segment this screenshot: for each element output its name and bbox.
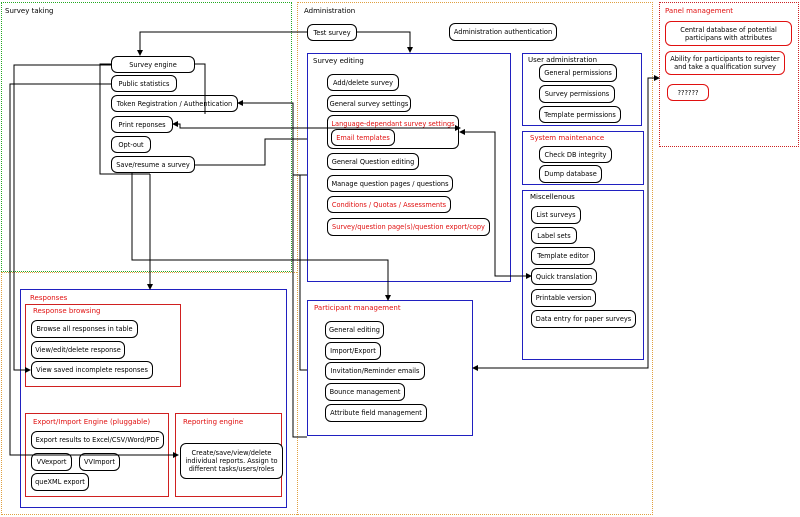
panel-management-title: Panel management — [665, 7, 734, 15]
survey-editing-title: Survey editing — [313, 57, 364, 65]
vvexport-box[interactable]: VVexport — [31, 453, 72, 471]
miscellaneous-title: Miscellenous — [530, 193, 575, 201]
survey-permissions-box[interactable]: Survey permissions — [539, 85, 615, 103]
survey-taking-title: Survey taking — [5, 7, 54, 15]
administration-title: Administration — [304, 7, 356, 15]
list-surveys-box[interactable]: List surveys — [531, 206, 581, 224]
dump-database-box[interactable]: Dump database — [539, 165, 602, 183]
responses-title: Responses — [30, 294, 68, 302]
browse-all-responses-box[interactable]: Browse all responses in table — [31, 320, 138, 338]
conditions-quotas-box[interactable]: Conditions / Quotas / Assessments — [327, 196, 451, 213]
survey-engine-box[interactable]: Survey engine — [111, 56, 195, 73]
vvimport-box[interactable]: VVImport — [79, 453, 120, 471]
label-sets-box[interactable]: Label sets — [531, 227, 577, 244]
add-delete-survey-box[interactable]: Add/delete survey — [327, 74, 399, 91]
invitation-reminder-box[interactable]: Invitation/Reminder emails — [325, 362, 425, 380]
participant-mgmt-title: Participant management — [314, 304, 401, 312]
manage-question-pages-box[interactable]: Manage question pages / questions — [327, 175, 453, 192]
save-resume-box[interactable]: Save/resume a survey — [111, 156, 195, 173]
panel-management-region — [659, 2, 799, 147]
test-survey-box[interactable]: Test survey — [307, 24, 357, 41]
data-entry-paper-box[interactable]: Data entry for paper surveys — [531, 310, 636, 328]
general-permissions-box[interactable]: General permissions — [539, 64, 617, 82]
export-results-box[interactable]: Export results to Excel/CSV/Word/PDF — [31, 431, 164, 449]
export-import-title: Export/Import Engine (pluggable) — [33, 418, 151, 426]
admin-auth-box[interactable]: Administration authentication — [449, 23, 557, 41]
template-editor-box[interactable]: Template editor — [531, 247, 595, 265]
view-saved-incomplete-box[interactable]: View saved incomplete responses — [31, 361, 153, 379]
general-editing-box[interactable]: General editing — [325, 321, 384, 339]
unknown-feature-box[interactable]: ?????? — [667, 84, 709, 101]
view-edit-response-box[interactable]: View/edit/delete response — [31, 341, 125, 359]
email-templates-box[interactable]: Email templates — [331, 129, 395, 146]
print-responses-box[interactable]: Print reponses — [111, 116, 173, 133]
survey-export-copy-box[interactable]: Survey/question page(s)/question export/… — [327, 218, 490, 236]
participant-register-box[interactable]: Ability for participants to register and… — [665, 51, 785, 75]
reporting-title: Reporting engine — [183, 418, 244, 426]
general-survey-settings-box[interactable]: General survey settings — [327, 95, 411, 112]
system-maintenance-title: System maintenance — [530, 134, 605, 142]
language-settings-label: Language-dependant survey settings — [331, 120, 455, 128]
import-export-box[interactable]: Import/Export — [325, 342, 381, 360]
attribute-field-box[interactable]: Attribute field management — [325, 404, 427, 422]
check-db-integrity-box[interactable]: Check DB integrity — [539, 146, 612, 163]
token-registration-box[interactable]: Token Registration / Authentication — [111, 95, 238, 112]
central-database-box[interactable]: Central database of potential participan… — [665, 21, 792, 46]
create-reports-box[interactable]: Create/save/view/delete individual repor… — [180, 443, 283, 479]
general-question-editing-box[interactable]: General Question editing — [327, 153, 419, 170]
quick-translation-box[interactable]: Quick translation — [531, 268, 597, 285]
template-permissions-box[interactable]: Template permissions — [539, 106, 621, 123]
public-statistics-box[interactable]: Public statistics — [111, 75, 177, 92]
printable-version-box[interactable]: Printable version — [531, 289, 596, 307]
opt-out-box[interactable]: Opt-out — [111, 136, 151, 153]
bounce-management-box[interactable]: Bounce management — [325, 383, 405, 401]
quexml-export-box[interactable]: queXML export — [31, 473, 89, 491]
user-admin-title: User administration — [528, 56, 598, 64]
response-browsing-title: Response browsing — [33, 307, 101, 315]
